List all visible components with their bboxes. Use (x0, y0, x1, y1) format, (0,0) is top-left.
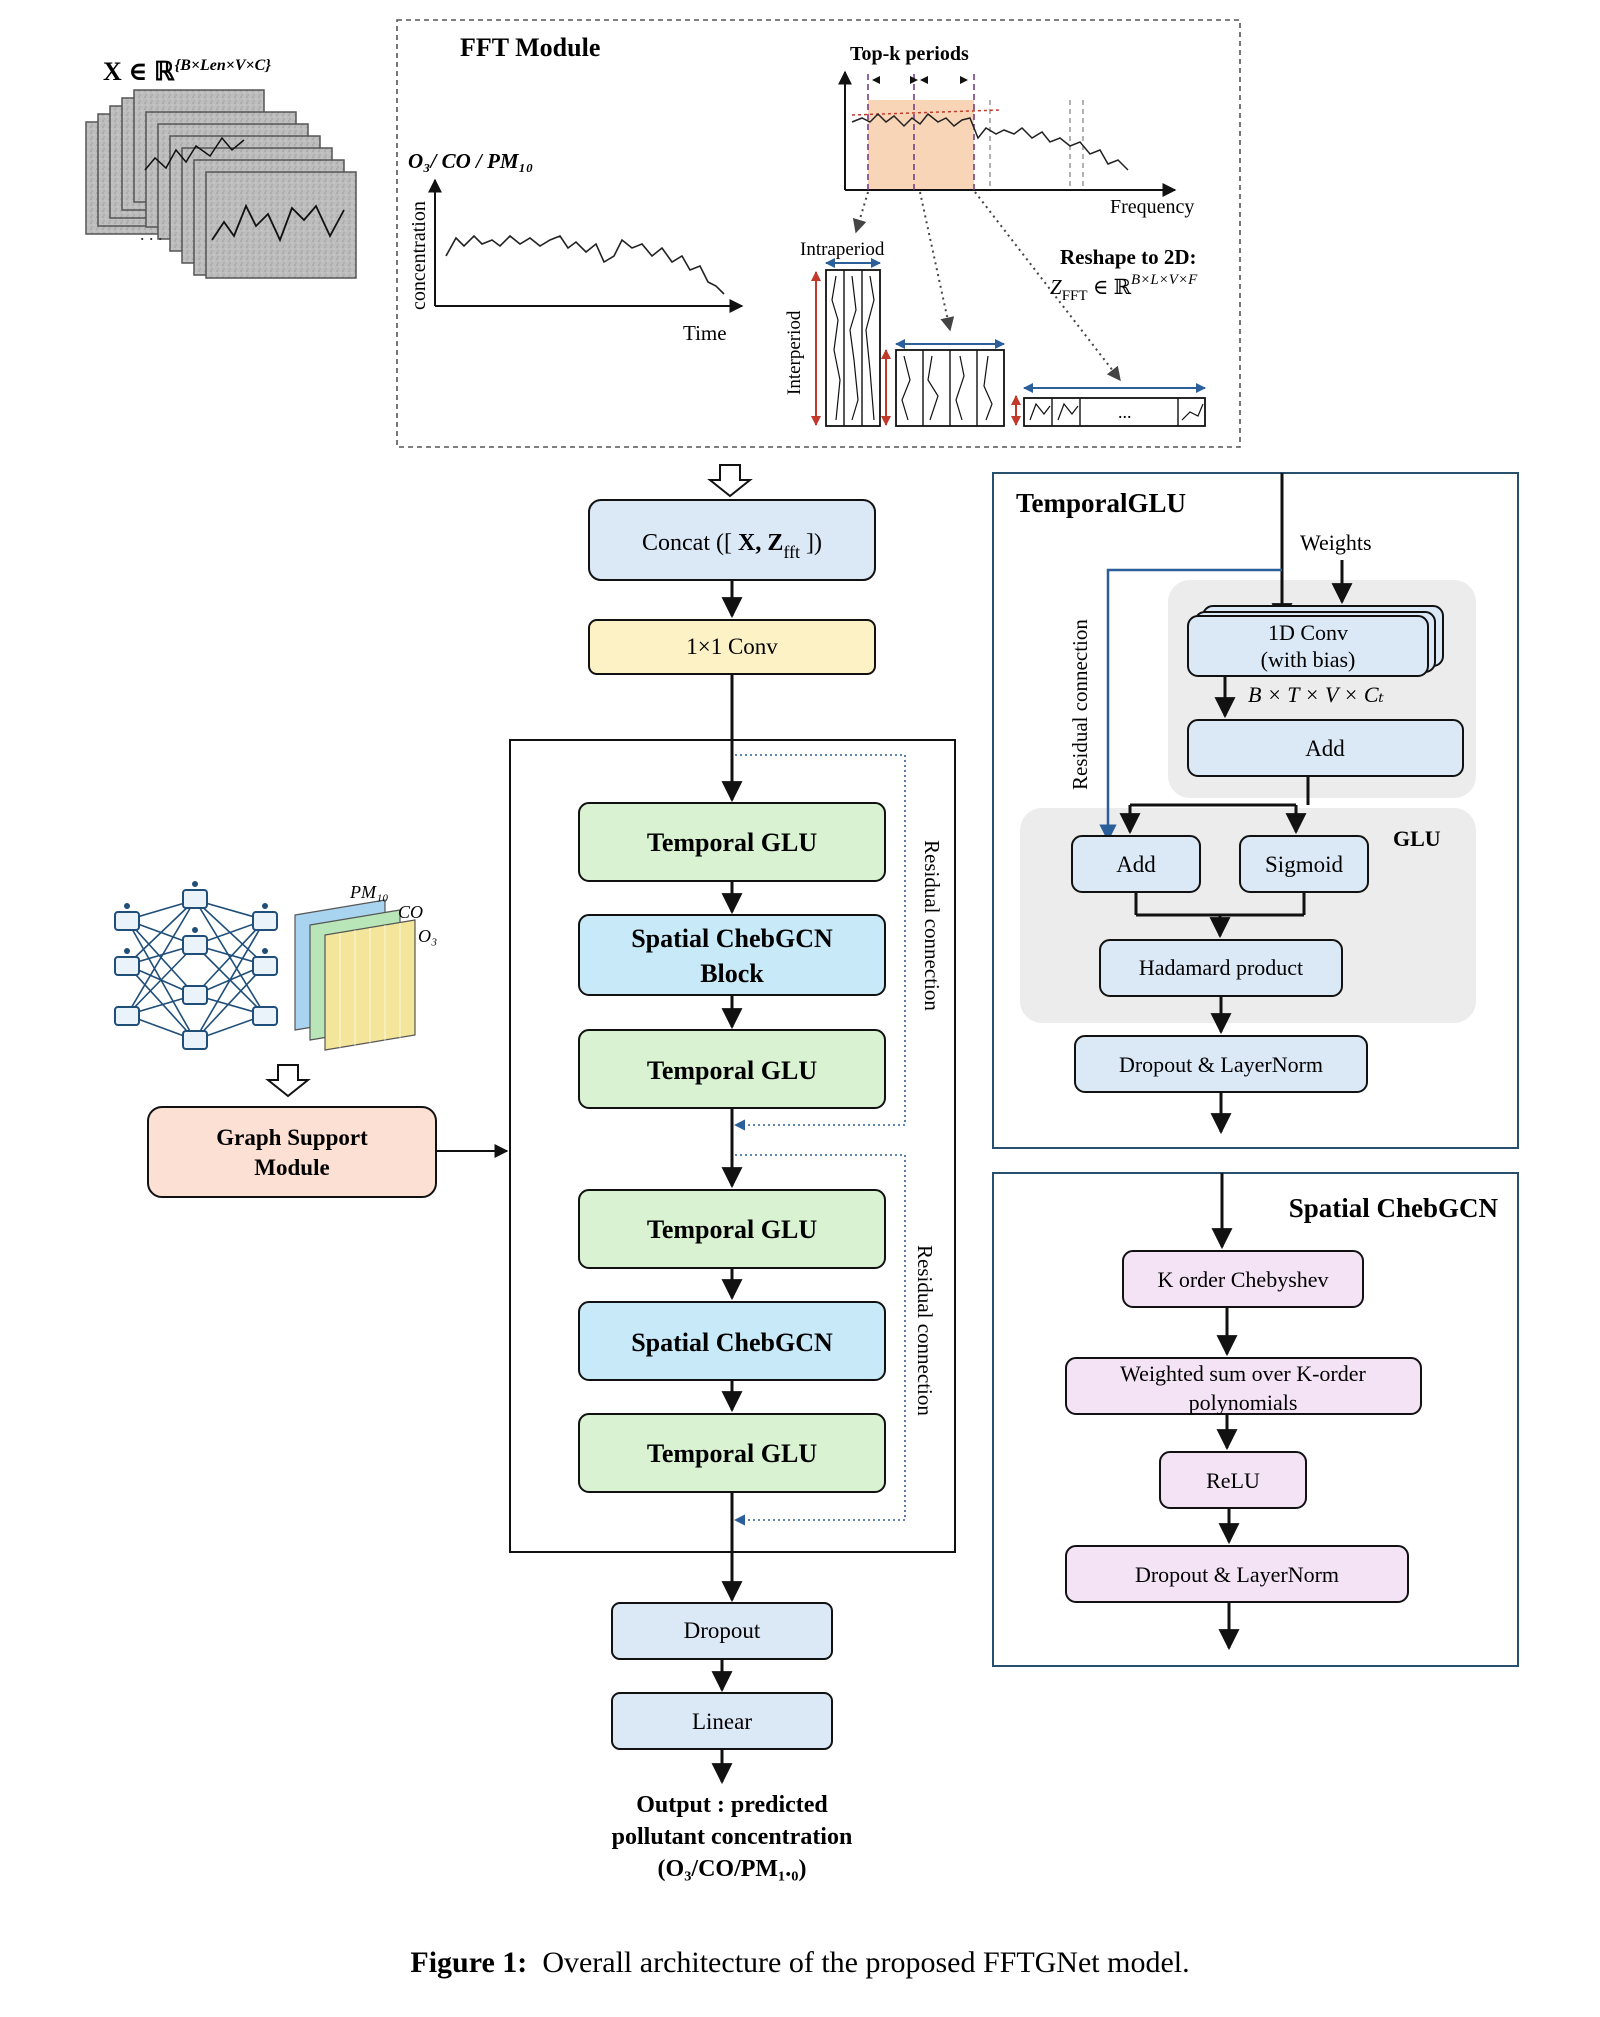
graph-support-line-2: Module (254, 1155, 329, 1180)
korder-chebyshev-box (1122, 1250, 1364, 1308)
conv1d-label: 1D Conv (1268, 620, 1348, 645)
spatial-dropout-ln-label: Dropout & LayerNorm (1135, 1562, 1339, 1587)
residual-label-2: Residual connection (913, 1245, 937, 1416)
fft-module-border (396, 19, 1241, 448)
spatial-chebgcn-label-1a: Spatial ChebGCN (631, 924, 833, 953)
graph-support-line-1: Graph Support (216, 1125, 368, 1150)
dropout-label: Dropout (684, 1618, 761, 1643)
topk-label: Top-k periods (850, 43, 969, 65)
temporal-glu-label-4: Temporal GLU (647, 1439, 817, 1468)
figure-caption: Figure 1: Overall architecture of the pr… (410, 1946, 1189, 1979)
temporal-glu-label-1: Temporal GLU (647, 828, 817, 857)
main-pipeline: Concat ([ X, Zfft ]) 1×1 Conv Temporal G… (509, 499, 956, 1882)
tensor-shape-label: B × T × V × Cₜ (1248, 682, 1385, 707)
add-top-label: Add (1305, 736, 1345, 761)
add-left-label: Add (1116, 852, 1156, 877)
spatial-chebgcn-label-1b: Block (700, 959, 764, 988)
temporal-dropout-ln-label: Dropout & LayerNorm (1119, 1052, 1323, 1077)
add-top-box (1187, 719, 1464, 777)
graph-down-arrow-icon (265, 1064, 311, 1098)
temporal-glu-label-3: Temporal GLU (647, 1215, 817, 1244)
output-line-3: (O₃/CO/PM₁.₀) (658, 1856, 807, 1882)
fft-module-title: FFT Module (460, 33, 600, 62)
interperiod-label: Interperiod (784, 310, 805, 395)
sigmoid-label: Sigmoid (1265, 852, 1343, 877)
svg-text:. . .: . . . (140, 224, 163, 244)
spatial-dropout-ln-box (1065, 1545, 1409, 1603)
input-tensor-label: X ∈ ℝ{B×Len×V×C} (103, 57, 271, 86)
weighted-sum-line-1: Weighted sum over K-order (1120, 1361, 1366, 1386)
temporal-residual-label: Residual connection (1068, 619, 1092, 790)
relu-box (1159, 1451, 1307, 1509)
layer-co-label: CO (398, 902, 423, 922)
graph-support-module-box (147, 1106, 437, 1198)
hadamard-label: Hadamard product (1139, 955, 1303, 980)
residual-label-1: Residual connection (920, 840, 944, 1011)
output-line-1: Output : predicted (636, 1792, 828, 1818)
output-line-2: pollutant concentration (612, 1824, 853, 1850)
spatial-chebgcn-title: Spatial ChebGCN (1289, 1193, 1499, 1223)
intraperiod-label: Intraperiod (800, 239, 885, 260)
residual-connection-2 (733, 1154, 906, 1526)
grid-ellipsis: ... (1118, 402, 1132, 422)
temporal-glu-label-2: Temporal GLU (647, 1056, 817, 1085)
conv1d-box (1187, 615, 1429, 677)
korder-chebyshev-label: K order Chebyshev (1157, 1267, 1328, 1292)
pollutants-label: O₃/ CO / PM₁₀ (408, 149, 533, 173)
conv1x1-label: 1×1 Conv (686, 634, 778, 659)
conv1d-bias-label: (with bias) (1261, 647, 1356, 672)
reshaped-2d-grids: Intraperiod Interperiod (784, 239, 1206, 427)
weighted-sum-line-2: polynomials (1189, 1390, 1298, 1415)
residual-connection-1 (733, 754, 906, 1131)
frequency-spectrum-plot: Top-k periods Frequency (838, 43, 1194, 382)
spatial-chebgcn-panel: Spatial ChebGCN K order Chebyshev Weight… (992, 1172, 1519, 1667)
concat-label: Concat ([ X, Zfft ]) (642, 530, 822, 562)
x-axis-label: Time (683, 321, 727, 345)
linear-label: Linear (692, 1709, 752, 1734)
relu-label: ReLU (1206, 1468, 1260, 1493)
temporal-residual-connection (1099, 568, 1282, 842)
reshape-title: Reshape to 2D: (1060, 245, 1197, 269)
temporal-glu-panel: TemporalGLU Weights Residual connection … (992, 472, 1519, 1149)
temporal-glu-title: TemporalGLU (1016, 488, 1186, 518)
layer-pm10-label: PM₁₀ (349, 882, 389, 902)
reshape-formula: ZFFT ∈ ℝB×L×V×F (1050, 272, 1198, 304)
frequency-label: Frequency (1110, 196, 1194, 218)
input-tensor-stack-icon: X ∈ ℝ{B×Len×V×C} . . . (85, 57, 357, 279)
weights-label: Weights (1300, 530, 1372, 555)
weighted-sum-box (1065, 1357, 1422, 1415)
glu-label: GLU (1393, 826, 1441, 851)
layer-o3-label: O₃ (418, 926, 437, 946)
fft-output-arrow-icon (707, 464, 753, 498)
spatial-chebgcn-label-2: Spatial ChebGCN (631, 1328, 833, 1357)
graph-illustration-icon: PM₁₀ CO O₃ (114, 881, 437, 1051)
topk-highlight (868, 100, 974, 190)
fft-module: FFT Module O₃/ CO / PM₁₀ concentration T… (396, 19, 1241, 448)
time-series-plot: O₃/ CO / PM₁₀ concentration Time (408, 149, 744, 345)
y-axis-label: concentration (408, 201, 430, 310)
